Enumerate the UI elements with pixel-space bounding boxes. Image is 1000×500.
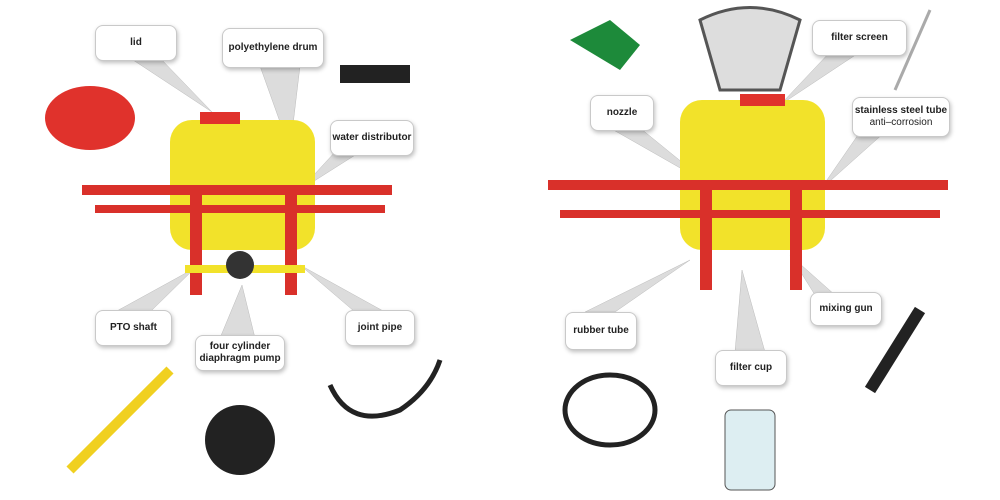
- label-joint-pipe: joint pipe: [345, 310, 415, 346]
- pto-shaft-image: [66, 366, 174, 474]
- label-text: four cylinder: [209, 341, 271, 352]
- label-rubber-tube: rubber tube: [565, 312, 637, 350]
- lid-image: [45, 86, 135, 150]
- label-text: diaphragm pump: [199, 353, 281, 364]
- label-pto-shaft: PTO shaft: [95, 310, 172, 346]
- label-text: filter screen: [831, 32, 888, 43]
- filter-screen-image: [698, 6, 802, 92]
- label-text: water distributor: [332, 132, 412, 143]
- nozzle-image: [570, 20, 640, 70]
- pump-image: [205, 405, 275, 475]
- label-text: filter cup: [729, 362, 773, 373]
- joint-pipe-image: [327, 359, 443, 419]
- label-filter-cup: filter cup: [715, 350, 787, 386]
- label-polyethylene-drum: polyethylene drum: [222, 28, 324, 68]
- label-text: mixing gun: [819, 303, 873, 314]
- label-water-distributor: water distributor: [330, 120, 414, 156]
- right-sprayer-machine: [548, 6, 948, 491]
- left-sprayer-machine: [45, 65, 443, 475]
- label-lid: lid: [95, 25, 177, 61]
- label-text: lid: [130, 37, 142, 48]
- label-subtext: anti–corrosion: [869, 117, 933, 128]
- label-nozzle: nozzle: [590, 95, 654, 131]
- label-text: joint pipe: [357, 322, 403, 333]
- rubber-tube-image: [562, 372, 658, 448]
- label-text: PTO shaft: [109, 322, 158, 333]
- filter-cup-image: [724, 409, 776, 491]
- label-filter-screen: filter screen: [812, 20, 907, 56]
- steel-tube-image: [893, 9, 932, 91]
- mixing-gun-image: [864, 306, 926, 394]
- distributor-image: [340, 65, 410, 83]
- label-text: rubber tube: [573, 325, 629, 336]
- label-text: stainless steel tube: [854, 105, 948, 116]
- label-text: nozzle: [606, 107, 638, 118]
- label-mixing-gun: mixing gun: [810, 292, 882, 326]
- label-text: polyethylene drum: [228, 42, 318, 53]
